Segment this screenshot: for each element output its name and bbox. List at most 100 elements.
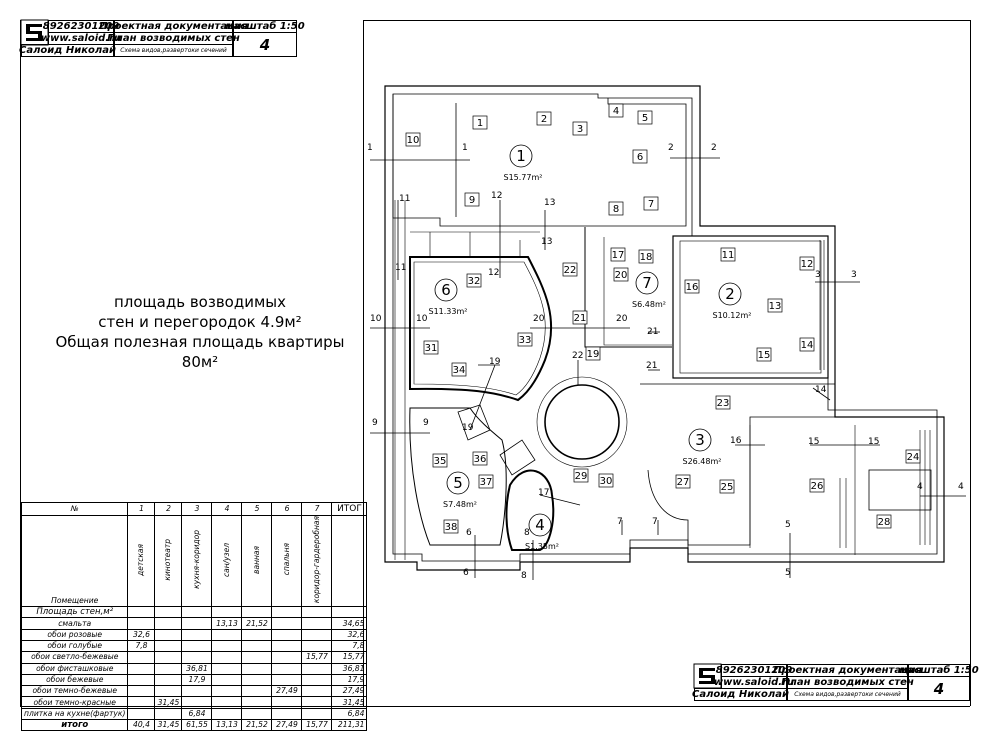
room-5-wall: [409, 407, 507, 546]
room-6-area: S11.33m²: [429, 307, 468, 316]
header-room-label: Помещение: [20, 514, 129, 608]
wall-marker-19: 19: [587, 349, 600, 360]
plan-labels: 1S15.77m²2S10.12m²3S26.48m²4S1.35m²5S7.4…: [367, 103, 964, 581]
wall-marker-26-box: [809, 478, 825, 493]
room-2-area: S10.12m²: [713, 311, 752, 320]
wall-marker-30-box: [598, 473, 614, 488]
section-marker-21-end: 21: [646, 361, 657, 371]
wall-marker-34-box: [451, 362, 467, 377]
wall-marker-2: 2: [541, 114, 547, 125]
section-marker-6: 6: [466, 528, 472, 538]
wall-marker-14: 14: [801, 340, 814, 351]
wall-marker-23-box: [715, 395, 731, 410]
wall-marker-6-box: [632, 149, 648, 164]
wall-marker-1-box: [472, 115, 488, 130]
wall-area-note: площадь возводимых стен и перегородок 4.…: [40, 292, 360, 372]
wall-marker-17: 17: [612, 250, 625, 261]
inner-wall-contour: [392, 93, 938, 562]
room-2-wall: [672, 235, 829, 379]
section-marker-15: 15: [808, 437, 819, 447]
section-marker-8-end: 8: [521, 571, 527, 581]
section-marker-20: 20: [533, 314, 545, 324]
column-name-2: кинотеатр: [154, 514, 183, 608]
frame-left-line: [363, 20, 364, 706]
wall-marker-10: 10: [407, 135, 420, 146]
wall-marker-6: 6: [637, 152, 643, 163]
wall-marker-32: 32: [468, 276, 481, 287]
wall-marker-27-box: [675, 474, 691, 489]
section-marker-11: 11: [399, 194, 410, 204]
wall-marker-8: 8: [613, 204, 619, 215]
cell-total: 7,8: [331, 639, 368, 653]
section-marker-7: 7: [617, 517, 623, 527]
wall-marker-8-box: [608, 201, 624, 216]
section-marker-1-end: 1: [462, 143, 468, 153]
room-6-wall: [409, 256, 553, 402]
section-marker-5: 5: [785, 520, 791, 530]
room-3-number: 3: [695, 431, 705, 449]
frame-bottom-line: [20, 706, 970, 707]
wall-marker-28: 28: [878, 517, 891, 528]
section-marker-4-end: 4: [958, 482, 964, 492]
section-marker-15-end: 15: [868, 437, 879, 447]
tb-sheet-subtitle: Схема видов,развертоки сечений: [114, 44, 233, 57]
wall-marker-25: 25: [721, 482, 734, 493]
wall-marker-36: 36: [474, 454, 487, 465]
wall-marker-32-box: [466, 273, 482, 288]
wall-marker-16: 16: [686, 282, 699, 293]
section-marker-3: 3: [815, 270, 821, 280]
cell-total: 211,31: [331, 719, 368, 731]
wall-marker-10-box: [405, 132, 421, 147]
room-7-area: S6.48m²: [632, 300, 666, 309]
wall-marker-2-box: [536, 111, 552, 126]
room-6-number-circle: [434, 278, 458, 302]
section-marker-12: 12: [491, 191, 502, 201]
frame-right-line: [970, 20, 971, 706]
room-4-number-circle: [528, 513, 552, 537]
frame-top-line: [363, 20, 970, 21]
wall-marker-17-box: [610, 247, 626, 262]
wall-marker-23: 23: [717, 398, 730, 409]
wall-marker-33: 33: [519, 335, 532, 346]
wall-marker-29-box: [573, 468, 589, 483]
wall-marker-28-box: [876, 514, 892, 529]
wall-marker-20-box: [613, 267, 629, 282]
room-1-area: S15.77m²: [504, 173, 543, 182]
wall-marker-25-box: [719, 479, 735, 494]
room-1-number: 1: [516, 147, 526, 165]
wall-marker-20: 20: [615, 270, 628, 281]
wall-marker-7: 7: [648, 199, 654, 210]
section-marker-19: 19: [489, 357, 501, 367]
wall-marker-35-box: [432, 453, 448, 468]
section-marker-14: 14: [815, 385, 827, 395]
outer-wall: [384, 85, 945, 571]
wall-marker-18-box: [638, 249, 654, 264]
column-name-1: детская: [127, 514, 156, 608]
wall-marker-12: 12: [801, 259, 814, 270]
wall-marker-4-box: [608, 103, 624, 118]
column-name-7: коридор-гардеробная: [301, 514, 333, 608]
tb-author: Салоид Николай: [692, 688, 789, 701]
section-marker-7-end: 7: [652, 517, 658, 527]
wall-marker-24: 24: [907, 452, 920, 463]
wall-marker-11: 11: [722, 250, 735, 261]
row-label: итого: [20, 719, 129, 731]
wall-marker-5-box: [637, 110, 653, 125]
section-marker-20-end: 20: [616, 314, 628, 324]
wall-marker-37-box: [478, 474, 494, 489]
wall-marker-15-box: [756, 347, 772, 362]
room-4-wall: [505, 469, 555, 551]
section-marker-9: 9: [372, 418, 378, 428]
section-marker-19-end: 19: [462, 423, 474, 433]
wall-marker-22: 22: [564, 265, 577, 276]
room-5-number: 5: [453, 474, 463, 492]
frame-left-outer-line: [20, 20, 21, 706]
section-marker-3-end: 3: [851, 270, 857, 280]
wall-marker-3: 3: [577, 124, 583, 135]
section-marker-12-end: 12: [488, 268, 499, 278]
note-line-1: площадь возводимых: [113, 293, 287, 311]
wall-marker-31: 31: [425, 343, 438, 354]
